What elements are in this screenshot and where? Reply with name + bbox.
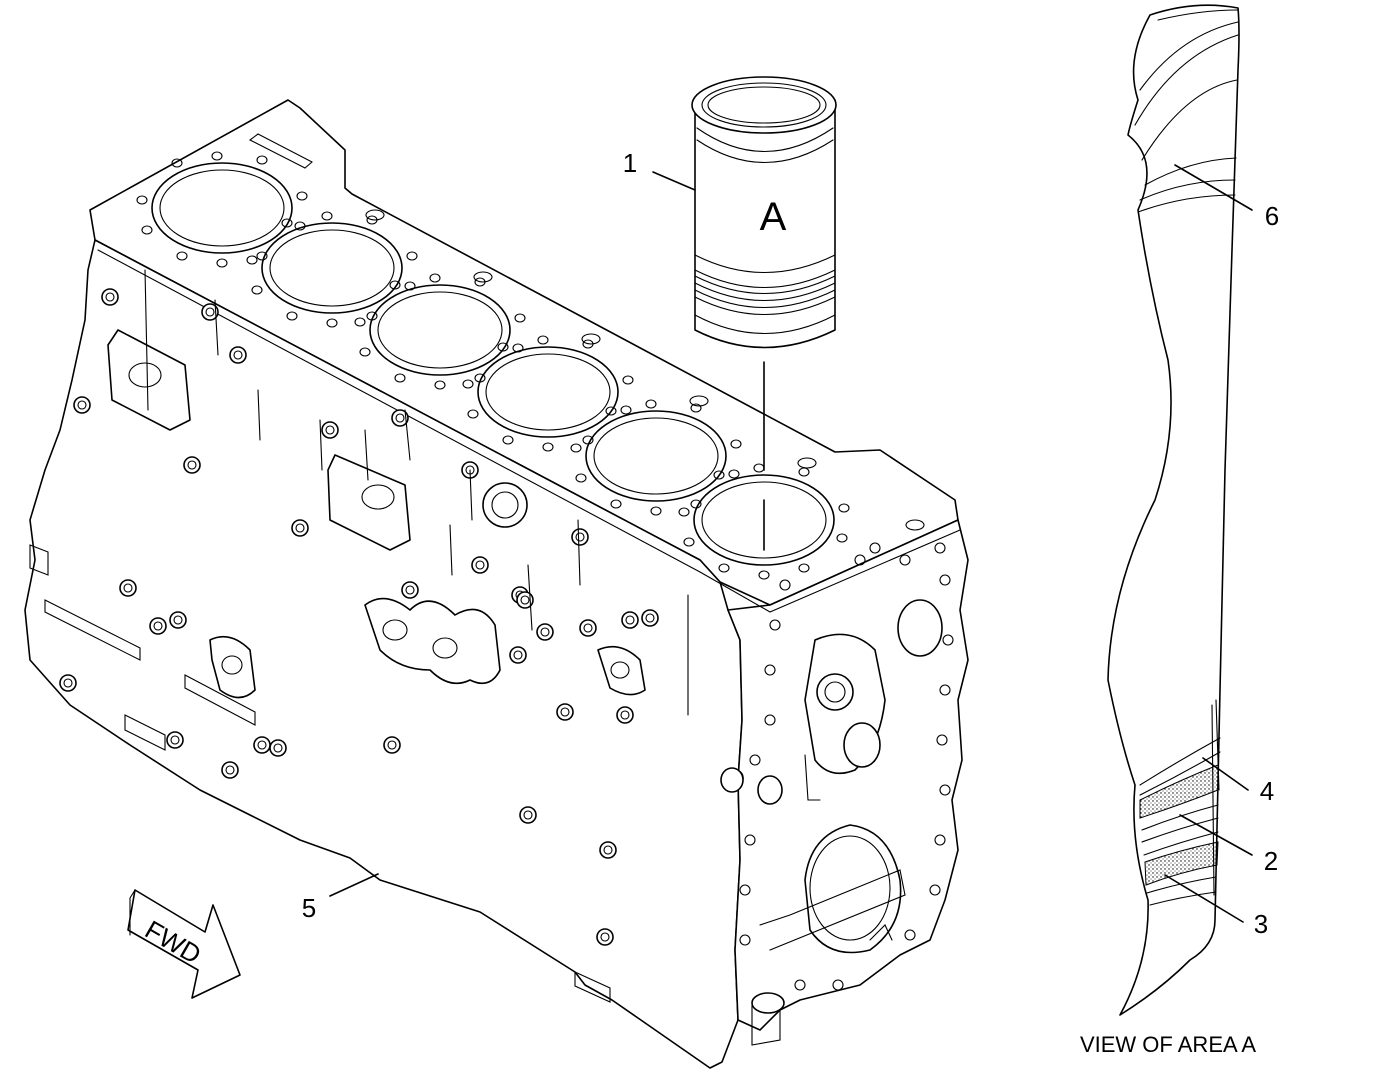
liner-area-marker: A <box>760 195 787 239</box>
svg-text:6: 6 <box>1265 201 1279 231</box>
callout-2: 2 <box>1179 814 1278 876</box>
view-caption: VIEW OF AREA A <box>1080 1032 1256 1057</box>
callout-6: 6 <box>1174 164 1279 231</box>
cylinder-block <box>24 99 969 1069</box>
svg-text:4: 4 <box>1260 776 1274 806</box>
callout-3: 3 <box>1164 874 1268 939</box>
callout-1: 1 <box>623 148 696 191</box>
liner-wall-profile <box>1107 4 1240 1016</box>
cylinder-bores <box>151 162 835 566</box>
deck-bolt-holes <box>136 151 925 580</box>
forward-direction-arrow: FWD <box>127 889 241 999</box>
svg-text:5: 5 <box>302 893 316 923</box>
callout-4: 4 <box>1202 757 1274 806</box>
svg-text:3: 3 <box>1254 909 1268 939</box>
cylinder-liner: A <box>691 76 837 551</box>
liner-detail-view: VIEW OF AREA A <box>1080 4 1256 1057</box>
svg-text:2: 2 <box>1264 846 1278 876</box>
svg-text:1: 1 <box>623 148 637 178</box>
callouts: 1 6 4 2 3 5 <box>302 148 1279 939</box>
callout-5: 5 <box>302 873 379 923</box>
